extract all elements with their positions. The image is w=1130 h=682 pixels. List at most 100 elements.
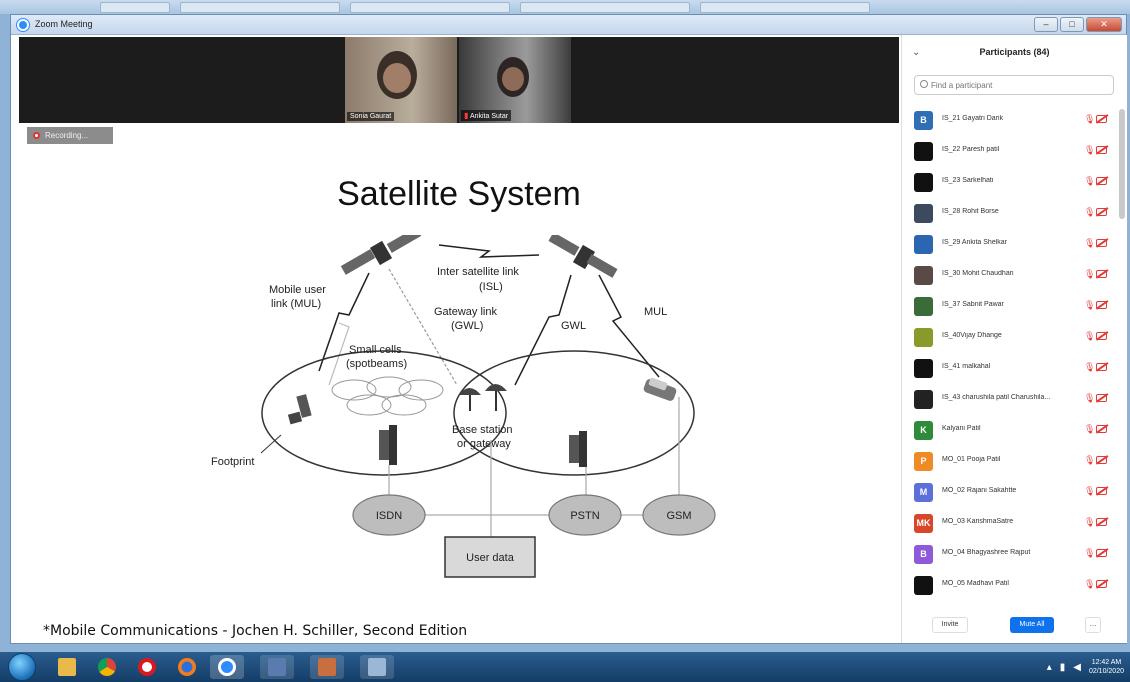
volume-icon[interactable]: ◀ <box>1073 661 1081 673</box>
muted-mic-icon[interactable]: 🎙 <box>1084 114 1096 124</box>
muted-mic-icon[interactable]: 🎙 <box>1084 300 1096 310</box>
taskbar-opera[interactable] <box>130 655 164 679</box>
taskbar-chrome[interactable] <box>90 655 124 679</box>
gateway-dish-icon <box>459 384 507 411</box>
video-off-icon[interactable] <box>1096 301 1107 309</box>
video-off-icon[interactable] <box>1096 394 1107 402</box>
recording-indicator[interactable]: Recording... <box>27 127 113 144</box>
participant-row[interactable]: MO_05 Madhavi Patil🎙 <box>902 572 1128 603</box>
background-tab[interactable] <box>180 2 340 13</box>
start-button[interactable] <box>8 653 36 681</box>
participant-row[interactable]: MK MO_03 KarishmaSatre 🎙 <box>902 510 1128 541</box>
slide-title: Satellite System <box>337 175 581 213</box>
taskbar-firefox[interactable] <box>170 655 204 679</box>
muted-mic-icon[interactable]: 🎙 <box>1084 145 1096 155</box>
participant-search-input[interactable] <box>931 79 1106 92</box>
footprint-label: Footprint <box>211 456 254 468</box>
video-off-icon[interactable] <box>1096 208 1107 216</box>
search-icon <box>920 80 928 88</box>
video-off-icon[interactable] <box>1096 146 1107 154</box>
satellite-left-icon <box>340 235 422 275</box>
muted-mic-icon[interactable]: 🎙 <box>1084 455 1096 465</box>
taskbar-app[interactable] <box>260 655 294 679</box>
network-icon[interactable]: ▮ <box>1059 661 1066 673</box>
video-off-icon[interactable] <box>1096 456 1107 464</box>
participant-row[interactable]: IS_41 malkahal🎙 <box>902 355 1128 386</box>
muted-mic-icon[interactable]: 🎙 <box>1084 424 1096 434</box>
background-tab[interactable] <box>700 2 870 13</box>
chrome-icon <box>98 658 116 676</box>
muted-mic-icon[interactable]: 🎙 <box>1084 269 1096 279</box>
muted-mic-icon[interactable]: 🎙 <box>1084 548 1096 558</box>
muted-mic-icon[interactable]: 🎙 <box>1084 362 1096 372</box>
more-options-button[interactable]: ... <box>1085 617 1101 633</box>
participant-name: MO_03 KarishmaSatre <box>942 518 1014 525</box>
minimize-button[interactable]: – <box>1034 17 1058 32</box>
video-off-icon[interactable] <box>1096 332 1107 340</box>
participant-list-scrollbar[interactable] <box>1119 109 1125 219</box>
participant-row[interactable]: IS_28 Rohit Borse🎙 <box>902 200 1128 231</box>
gwl-right-link-line <box>514 274 572 386</box>
taskbar-app[interactable] <box>360 655 394 679</box>
participant-row[interactable]: IS_29 Ankita Shelkar🎙 <box>902 231 1128 262</box>
muted-mic-icon[interactable]: 🎙 <box>1084 393 1096 403</box>
participant-row[interactable]: IS_37 Sabnit Pawar🎙 <box>902 293 1128 324</box>
video-name-text: Ankita Sutar <box>469 113 509 120</box>
muted-mic-icon[interactable]: 🎙 <box>1084 176 1096 186</box>
video-tile[interactable]: Sonia Gaurat <box>345 37 457 123</box>
video-off-icon[interactable] <box>1096 425 1107 433</box>
muted-mic-icon[interactable]: 🎙 <box>1084 238 1096 248</box>
mobile-phone-icon <box>287 394 312 425</box>
muted-mic-icon: ▮ <box>464 111 469 120</box>
car-icon <box>643 377 677 401</box>
satellite-system-diagram: Inter satellite link (ISL) Mobile user l… <box>211 235 716 578</box>
spotbeam-cells <box>331 376 444 416</box>
muted-mic-icon[interactable]: 🎙 <box>1084 517 1096 527</box>
video-off-icon[interactable] <box>1096 177 1107 185</box>
video-tile[interactable]: ▮ Ankita Sutar <box>459 37 571 123</box>
background-tab[interactable] <box>350 2 510 13</box>
muted-mic-icon[interactable]: 🎙 <box>1084 579 1096 589</box>
video-off-icon[interactable] <box>1096 487 1107 495</box>
video-off-icon[interactable] <box>1096 239 1107 247</box>
muted-mic-icon[interactable]: 🎙 <box>1084 207 1096 217</box>
video-name-label: Sonia Gaurat <box>347 112 395 121</box>
taskbar-explorer[interactable] <box>50 655 84 679</box>
background-tab[interactable] <box>520 2 690 13</box>
base-station-label-line2: or gateway <box>457 438 511 450</box>
video-strip: Sonia Gaurat ▮ Ankita Sutar <box>19 37 899 123</box>
video-off-icon[interactable] <box>1096 115 1107 123</box>
video-off-icon[interactable] <box>1096 549 1107 557</box>
system-clock[interactable]: 12:42 AM 02/10/2020 <box>1089 658 1124 676</box>
video-off-icon[interactable] <box>1096 363 1107 371</box>
footprint-left-ellipse <box>261 350 507 476</box>
video-off-icon[interactable] <box>1096 580 1107 588</box>
close-button[interactable]: ✕ <box>1086 17 1122 32</box>
mute-all-button[interactable]: Mute All <box>1010 617 1054 633</box>
maximize-button[interactable]: □ <box>1060 17 1084 32</box>
participant-row[interactable]: IS_40Vijay Dhange🎙 <box>902 324 1128 355</box>
participant-avatar <box>914 328 933 347</box>
participant-name: Kalyani Patil <box>942 425 981 432</box>
participant-avatar: MK <box>914 514 933 533</box>
title-bar[interactable]: Zoom Meeting – □ ✕ <box>11 15 1126 35</box>
taskbar-app[interactable] <box>310 655 344 679</box>
participant-row[interactable]: IS_30 Mohit Chaudhari🎙 <box>902 262 1128 293</box>
muted-mic-icon[interactable]: 🎙 <box>1084 331 1096 341</box>
muted-mic-icon[interactable]: 🎙 <box>1084 486 1096 496</box>
video-off-icon[interactable] <box>1096 270 1107 278</box>
participant-row[interactable]: IS_23 Sarkelhati🎙 <box>902 169 1128 200</box>
background-tab[interactable] <box>100 2 170 13</box>
invite-button[interactable]: Invite <box>932 617 968 633</box>
participant-row[interactable]: IS_43 charushila patil Charushila...🎙 <box>902 386 1128 417</box>
video-off-icon[interactable] <box>1096 518 1107 526</box>
show-hidden-icons-icon[interactable]: ▴ <box>1046 661 1052 673</box>
participant-row[interactable]: IS_22 Paresh patil🎙 <box>902 138 1128 169</box>
taskbar-zoom[interactable] <box>210 655 244 679</box>
collapse-panel-icon[interactable]: ⌄ <box>912 47 921 58</box>
